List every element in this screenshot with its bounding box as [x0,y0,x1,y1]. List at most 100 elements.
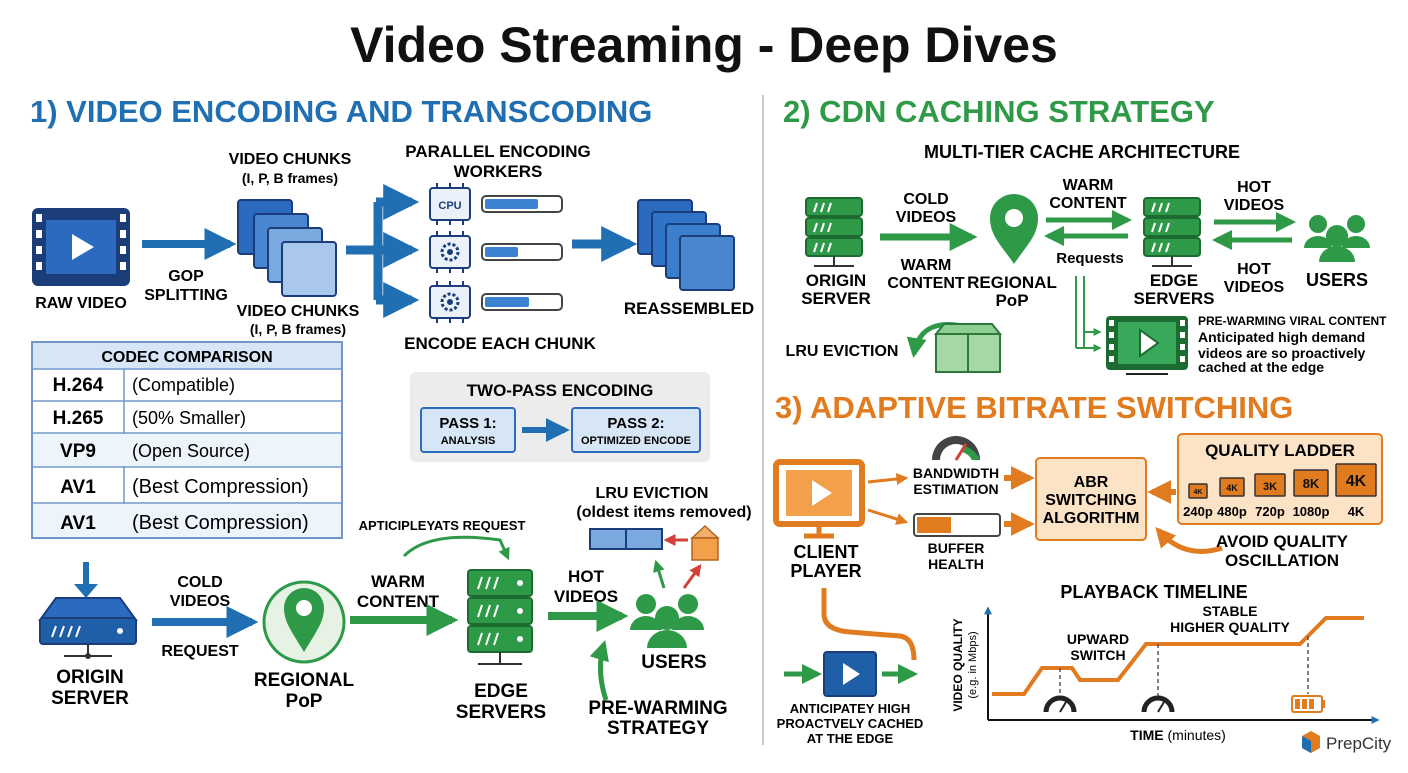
raw-video-label: RAW VIDEO [35,295,127,312]
ladder-icon-text: 4K [1346,473,1367,490]
ladder-label: 480p [1217,504,1247,519]
map-pin-icon [990,194,1038,264]
gop-label-2: SPLITTING [144,287,228,304]
server-rack-icon [805,197,863,267]
speedometer-icon [1043,695,1077,713]
edge-label-2: SERVERS [456,702,546,723]
encode-each-label: ENCODE EACH CHUNK [404,334,596,353]
upward-label-2: SWITCH [1070,647,1125,663]
stable-label-1: STABLE [1203,603,1258,619]
ladder-label: 1080p [1293,504,1330,519]
speedometer-icon [1141,695,1175,713]
section3-heading: 3) ADAPTIVE BITRATE SWITCHING [775,390,1293,425]
ladder-label: 4K [1348,504,1365,519]
ladder-icon-text: 8K [1303,476,1320,491]
workers-label-2: WORKERS [454,162,543,181]
codec-desc: (50% Smaller) [132,408,246,428]
map-pin-icon [262,580,346,664]
ladder-icon-text: 4K [1194,489,1203,496]
s2-edge-label-2: SERVERS [1134,289,1215,308]
codec-name: H.264 [53,375,104,396]
prepcity-logo-icon [1302,731,1320,753]
chunks-top-sub: (I, P, B frames) [242,170,338,186]
pass1-sub: ANALYSIS [441,435,496,447]
hot-label-2: VIDEOS [554,587,618,606]
timeline-xlabel-unit: (minutes) [1164,727,1226,743]
buf-label-1: BUFFER [928,540,985,556]
lru-label-1: LRU EVICTION [596,485,709,502]
ladder-title: QUALITY LADDER [1205,441,1355,460]
s2-warm-bottom-1: WARM [901,257,952,274]
bw-label-1: BANDWIDTH [913,465,999,481]
s2-origin-label-1: ORIGIN [806,271,866,290]
codec-name: AV1 [60,513,96,534]
chunks-top-label: VIDEO CHUNKS [229,151,352,168]
warm-label-2: CONTENT [357,592,440,611]
viral-line-3: cached at the edge [1198,359,1324,375]
lru-label-2: (oldest items removed) [576,504,751,521]
codec-table: CODEC COMPARISON H.264 (Compatible) H.26… [31,341,343,539]
prewarm-arrow [589,640,609,701]
two-pass-panel: TWO-PASS ENCODING PASS 1: ANALYSIS PASS … [410,372,710,462]
timeline-title: PLAYBACK TIMELINE [1060,582,1247,602]
codec-desc: (Compatible) [132,375,235,395]
regional-label-1: REGIONAL [254,670,355,691]
pass1-title: PASS 1: [439,415,496,432]
origin-label-1: ORIGIN [56,667,124,688]
tv-icon: 4K [1335,463,1377,497]
avoid-label-2: OSCILLATION [1225,551,1339,570]
abr-box [1035,457,1147,541]
prewarm-label-1: PRE-WARMING [588,698,727,719]
timeline-chart: VIDEO QUALITY (e.g. in Mbps) TIME (minut… [951,603,1380,743]
ladder-label: 240p [1183,504,1213,519]
codec-table-title: CODEC COMPARISON [101,349,272,366]
client-to-buf-arrow [867,508,909,525]
prewarm-label-2: STRATEGY [607,718,709,739]
cold-label-2: VIDEOS [170,593,231,610]
fork-arrows [346,184,420,318]
timeline-xlabel: TIME (minutes) [1130,727,1226,743]
tv-icon: 3K [1254,473,1286,497]
s2-warm-bottom-2: CONTENT [887,275,965,292]
quality-ladder: QUALITY LADDER 4K 4K 3K 8K 4K 240p 480p … [1177,433,1383,525]
cold-label-1: COLD [177,574,222,591]
upward-label-1: UPWARD [1067,631,1129,647]
section1-heading: 1) VIDEO ENCODING AND TRANSCODING [30,94,652,129]
ladder-icon-text: 4K [1226,483,1238,493]
client-down-flow [821,588,917,661]
bottom-label-2: PROACTVELY CACHED [777,716,924,731]
buffer-health-bar [913,513,1001,537]
pass2-sub: OPTIMIZED ENCODE [581,435,691,447]
server-rack-icon [467,569,533,665]
avoid-arrow [1155,526,1223,554]
bw-label-2: ESTIMATION [913,481,998,497]
s2-hot-bottom-1: HOT [1237,261,1271,278]
viral-line-1: Anticipated high demand [1198,329,1365,345]
s2-warm-top-2: CONTENT [1049,195,1127,212]
s2-hot-bottom-2: VIDEOS [1224,279,1285,296]
s2-lru-label: LRU EVICTION [786,343,899,360]
worker-progress-bars [481,195,563,311]
tv-icon: 4K [1219,477,1245,497]
codec-name: H.265 [53,408,104,429]
tv-icon: 4K [1188,483,1208,499]
s2-regional-label-2: PoP [995,291,1028,310]
bottom-label-1: ANTICIPATEY HIGH [790,701,911,716]
origin-label-2: SERVER [51,688,129,709]
s2-hot-top-2: VIDEOS [1224,197,1285,214]
stable-label-2: HIGHER QUALITY [1170,619,1290,635]
reassembled-stack [637,199,735,291]
cpu-chip-icon: CPU [429,183,471,225]
codec-name: VP9 [60,441,96,462]
viral-title: PRE-WARMING VIRAL CONTENT [1198,314,1387,328]
section2-heading: 2) CDN CACHING STRATEGY [783,94,1215,129]
film-icon [32,208,130,286]
bottom-label-3: AT THE EDGE [807,731,894,746]
speedometer-icon [932,436,980,461]
prewarm-flow-arrows [1075,276,1102,352]
quality-step-line [992,616,1364,696]
anticipate-label: APTICIPLEYATS REQUEST [359,518,526,533]
brand-name: PrepCity [1326,734,1392,753]
users-to-cache-arrow [653,559,666,589]
